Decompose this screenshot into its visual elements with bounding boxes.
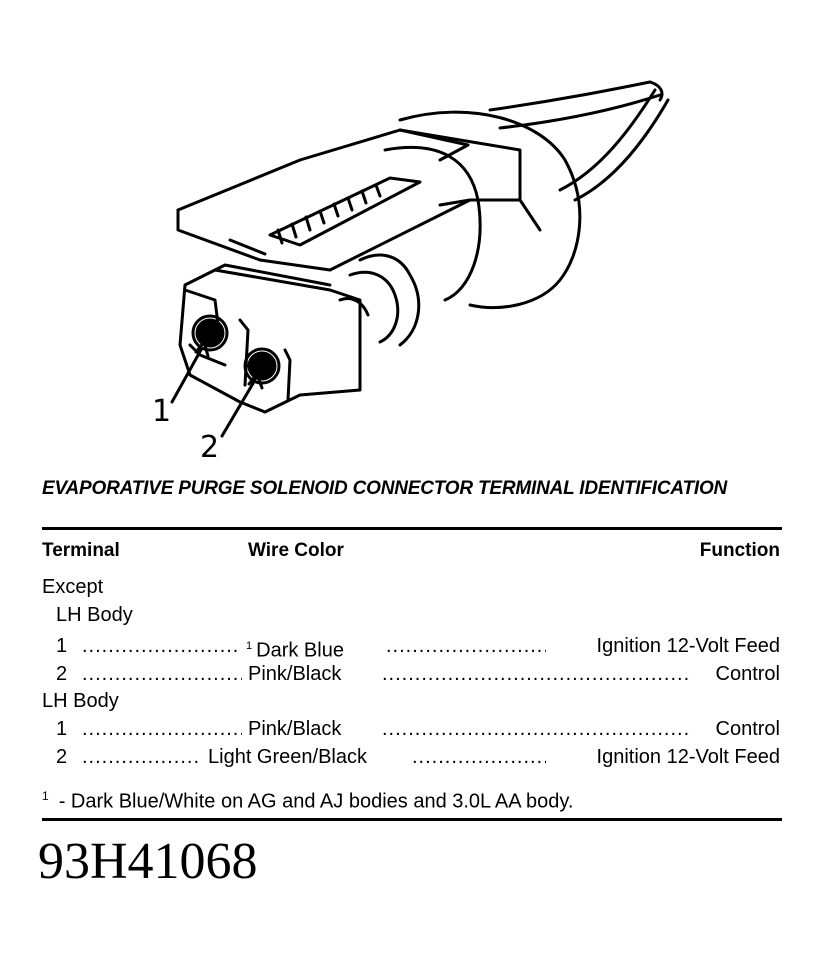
function-cell: Control — [715, 718, 780, 740]
header-function: Function — [699, 540, 780, 561]
bottom-divider — [42, 818, 782, 821]
title-divider — [42, 527, 782, 530]
callout-label-1: 1 — [152, 394, 172, 429]
terminal-number: 1 — [56, 635, 68, 657]
group-label-line: Except — [42, 576, 104, 598]
leader-dots: ........................................… — [82, 746, 200, 768]
function-cell: Control — [715, 663, 780, 685]
footnote-marker: 1 — [42, 789, 49, 803]
wire-bundle — [488, 80, 670, 202]
leader-dots: ........................................… — [382, 663, 692, 685]
terminal-number: 1 — [56, 718, 68, 740]
leader-dots: ........................................… — [382, 718, 692, 740]
footnote-ref: 1 — [246, 640, 253, 652]
callout-label-2: 2 — [200, 430, 220, 465]
wire-color-cell: Light Green/Black — [208, 746, 367, 768]
footnote: 1 - Dark Blue/White on AG and AJ bodies a… — [42, 784, 573, 814]
leader-dots: ........................................… — [82, 635, 240, 657]
terminal-2-pin — [247, 351, 277, 381]
group-label-line: LH Body — [56, 604, 133, 626]
connector-illustration — [170, 80, 670, 438]
locking-latch — [176, 128, 542, 272]
callout-arrows — [170, 340, 264, 438]
leader-dots: ........................................… — [82, 718, 242, 740]
header-terminal: Terminal — [42, 540, 120, 561]
leader-dots: ........................................… — [82, 663, 242, 685]
terminal-pins — [191, 314, 281, 385]
terminal-1-pin — [195, 318, 225, 348]
header-wire-color: Wire Color — [248, 540, 344, 561]
terminal-number: 2 — [56, 746, 68, 768]
connector-housing — [338, 110, 582, 347]
footnote-text: - Dark Blue/White on AG and AJ bodies an… — [58, 790, 574, 813]
function-cell: Ignition 12-Volt Feed — [596, 746, 780, 768]
connector-front-face — [178, 263, 362, 414]
figure-code: 93H41068 — [38, 833, 258, 890]
table-title: EVAPORATIVE PURGE SOLENOID CONNECTOR TER… — [42, 478, 728, 499]
wire-color-cell: Pink/Black — [248, 718, 342, 740]
leader-dots: ........................................… — [412, 746, 546, 768]
wire-color-cell: Pink/Black — [248, 663, 342, 685]
function-cell: Ignition 12-Volt Feed — [596, 635, 780, 657]
leader-dots: ........................................… — [386, 635, 546, 657]
terminal-number: 2 — [56, 663, 68, 685]
group-label-line: LH Body — [42, 690, 119, 712]
